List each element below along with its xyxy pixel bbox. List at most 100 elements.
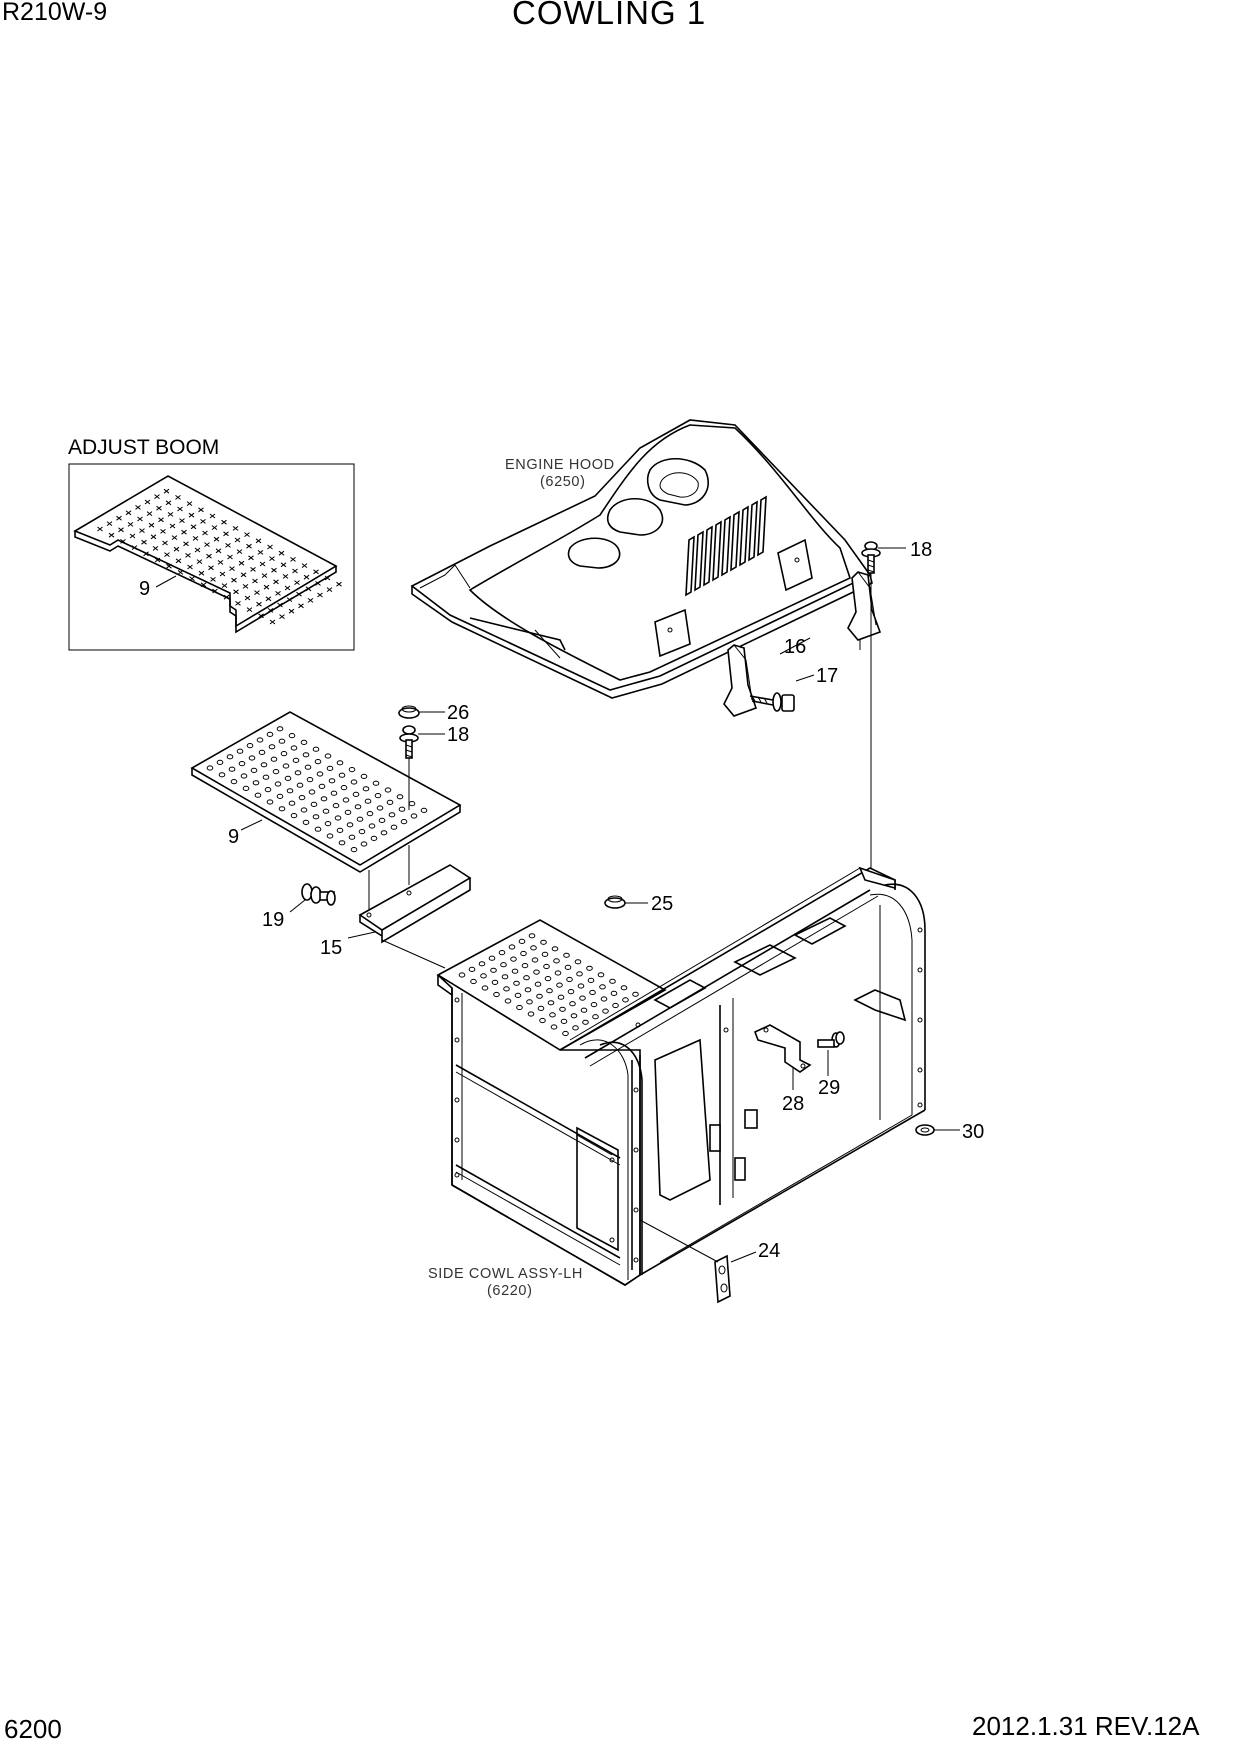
perforation — [282, 574, 289, 579]
perforation — [250, 767, 258, 774]
perforation — [315, 581, 321, 586]
rivet — [633, 1207, 639, 1213]
louver-slot — [721, 515, 731, 577]
callout-26: 26 — [447, 702, 469, 724]
perforation — [400, 819, 408, 825]
perforation — [513, 980, 520, 986]
perforation — [398, 806, 406, 812]
perforation — [215, 548, 222, 554]
perforation — [324, 575, 331, 581]
perforation — [273, 579, 279, 585]
perforation — [300, 807, 308, 813]
perforation — [238, 761, 246, 767]
perforation — [344, 809, 352, 816]
adjust-boom-inset: ADJUST BOOM 9 — [68, 436, 355, 651]
perforation — [294, 770, 302, 776]
perforation — [521, 963, 529, 969]
perforation — [468, 966, 476, 973]
perforation — [290, 745, 298, 751]
perforation — [141, 539, 147, 545]
perforation — [267, 544, 273, 550]
perforation — [354, 804, 362, 810]
perforation — [338, 840, 346, 846]
perforation — [250, 567, 256, 572]
perforation — [240, 572, 247, 578]
perforation — [520, 950, 527, 957]
perforation — [158, 517, 164, 523]
rivet — [454, 1037, 460, 1043]
rivet — [633, 1087, 639, 1093]
perforation — [248, 755, 256, 761]
perforation — [202, 530, 208, 536]
perforation — [547, 1000, 555, 1006]
perforation — [144, 499, 151, 505]
perforation — [265, 596, 272, 602]
perforation — [211, 525, 218, 530]
perforation — [314, 826, 322, 832]
perforation — [360, 841, 368, 847]
perforation — [314, 759, 322, 765]
callout-25: 25 — [651, 893, 673, 915]
perforation — [491, 979, 499, 986]
revision-date: 2012.1.31 REV.12A — [972, 1711, 1200, 1741]
perforation — [372, 780, 380, 786]
perforation — [204, 542, 210, 547]
perforation — [556, 982, 563, 988]
louver-slot — [685, 535, 695, 597]
perforation — [108, 532, 115, 538]
perforation — [264, 787, 272, 793]
perforation — [622, 997, 629, 1003]
perforation — [189, 576, 195, 581]
perforation — [546, 988, 553, 994]
perforation — [620, 985, 628, 991]
perforation — [261, 573, 268, 578]
rivet — [917, 1017, 923, 1023]
perforation — [137, 516, 143, 522]
perforation — [600, 996, 608, 1002]
perforation — [257, 550, 264, 555]
washer-30: 30 — [915, 1121, 984, 1143]
louver-slot — [694, 530, 704, 592]
perforation — [572, 1025, 579, 1031]
perforation — [560, 1018, 568, 1025]
perforation — [135, 505, 141, 510]
engine-hood-name: ENGINE HOOD — [505, 457, 615, 473]
perforation — [533, 969, 540, 975]
perforation — [143, 551, 149, 557]
perforation — [290, 557, 296, 562]
perforation — [388, 812, 396, 818]
perforation — [231, 577, 237, 583]
perforation — [120, 539, 126, 544]
perforation — [175, 495, 181, 500]
perforation — [225, 543, 231, 548]
perforation — [242, 785, 250, 792]
perforation — [356, 816, 364, 822]
rivet — [635, 1022, 641, 1028]
perforation — [410, 813, 418, 819]
perforation — [252, 780, 260, 786]
rivet — [609, 1237, 615, 1243]
perforation — [278, 738, 286, 744]
perforation — [610, 990, 618, 997]
perforation — [543, 963, 550, 970]
perforation — [200, 582, 207, 588]
perforation — [342, 797, 350, 803]
perforation — [516, 1004, 523, 1011]
perforation — [188, 512, 195, 518]
perforation — [396, 794, 404, 800]
perforation — [150, 534, 157, 540]
perforation — [332, 803, 340, 809]
callout-9-inset: 9 — [139, 578, 150, 600]
perforation — [478, 961, 486, 967]
plate-24: 24 — [639, 1219, 780, 1304]
perforation — [127, 522, 134, 527]
perforation — [177, 506, 183, 512]
perforation — [350, 847, 358, 853]
perforation — [290, 813, 298, 819]
callout-28: 28 — [782, 1093, 804, 1115]
perforation — [260, 762, 268, 768]
perforation — [217, 560, 224, 565]
perforation — [162, 540, 168, 546]
hood-hinges: 18 16 17 — [723, 539, 932, 868]
perforation — [579, 995, 586, 1001]
